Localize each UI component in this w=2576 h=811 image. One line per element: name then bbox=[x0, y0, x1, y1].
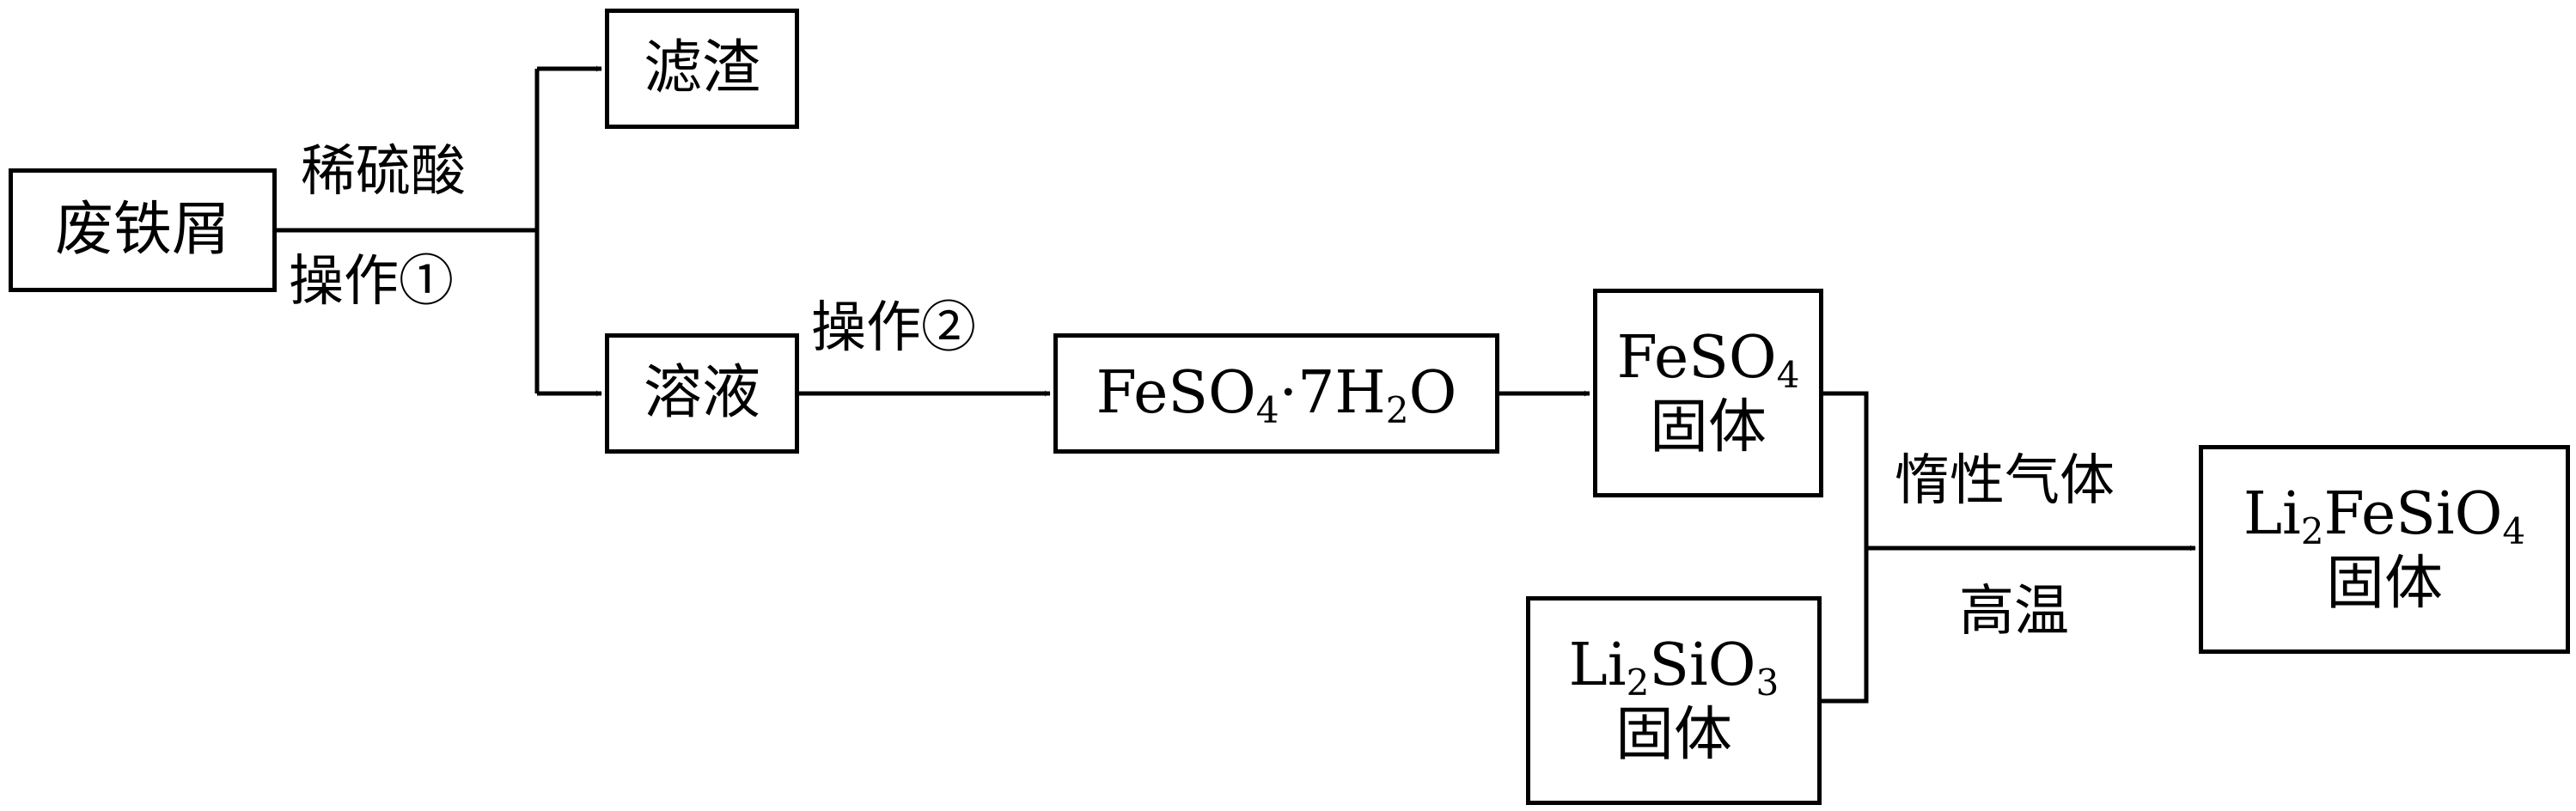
waste-iron-box: 废铁屑 bbox=[9, 168, 277, 292]
hydrate-sub-1: 4 bbox=[1255, 388, 1279, 431]
line-feso4-to-merge bbox=[1822, 391, 1869, 704]
hydrate-box: FeSO4·7H2O bbox=[1053, 333, 1499, 454]
product-part-2: FeSiO bbox=[2323, 480, 2503, 549]
solution-box: 溶液 bbox=[605, 333, 799, 454]
operation-1-label: 操作① bbox=[289, 250, 454, 314]
product-part-1: Li bbox=[2243, 480, 2301, 549]
li2sio3-solid-box: Li2SiO3 固体 bbox=[1526, 596, 1822, 805]
product-box: Li2FeSiO4 固体 bbox=[2199, 445, 2570, 654]
residue-box: 滤渣 bbox=[605, 9, 799, 129]
dilute-acid-label: 稀硫酸 bbox=[301, 140, 466, 204]
feso4-solid-box: FeSO4 固体 bbox=[1593, 289, 1823, 497]
product-sub-2: 4 bbox=[2502, 510, 2526, 553]
hydrate-part-3: O bbox=[1408, 358, 1457, 427]
solution-label: 溶液 bbox=[643, 358, 760, 427]
li2sio3-sub-1: 2 bbox=[1626, 662, 1650, 704]
feso4-part-1: FeSO bbox=[1616, 324, 1777, 393]
residue-label: 滤渣 bbox=[643, 34, 760, 102]
product-sub-1: 2 bbox=[2300, 510, 2324, 553]
feso4-formula: FeSO4 bbox=[1617, 324, 1800, 393]
li2sio3-sub-2: 3 bbox=[1755, 662, 1779, 704]
product-state: 固体 bbox=[2325, 549, 2443, 618]
li2sio3-part-2: SiO bbox=[1649, 631, 1756, 700]
hydrate-sub-2: 2 bbox=[1385, 388, 1409, 431]
li2sio3-part-1: Li bbox=[1568, 631, 1627, 700]
operation-2-label: 操作② bbox=[811, 296, 976, 360]
hydrate-formula: FeSO4·7H2O bbox=[1096, 359, 1457, 428]
inert-gas-label: 惰性气体 bbox=[1895, 449, 2115, 513]
feso4-state: 固体 bbox=[1649, 393, 1767, 461]
hydrate-part-1: FeSO bbox=[1096, 358, 1256, 427]
product-formula: Li2FeSiO4 bbox=[2243, 480, 2525, 549]
feso4-sub-1: 4 bbox=[1776, 354, 1800, 397]
hydrate-part-2: ·7H bbox=[1279, 358, 1386, 427]
waste-iron-label: 废铁屑 bbox=[54, 195, 230, 264]
li2sio3-state: 固体 bbox=[1615, 700, 1732, 769]
li2sio3-formula: Li2SiO3 bbox=[1569, 631, 1779, 700]
high-temp-label: 高温 bbox=[1959, 580, 2069, 643]
